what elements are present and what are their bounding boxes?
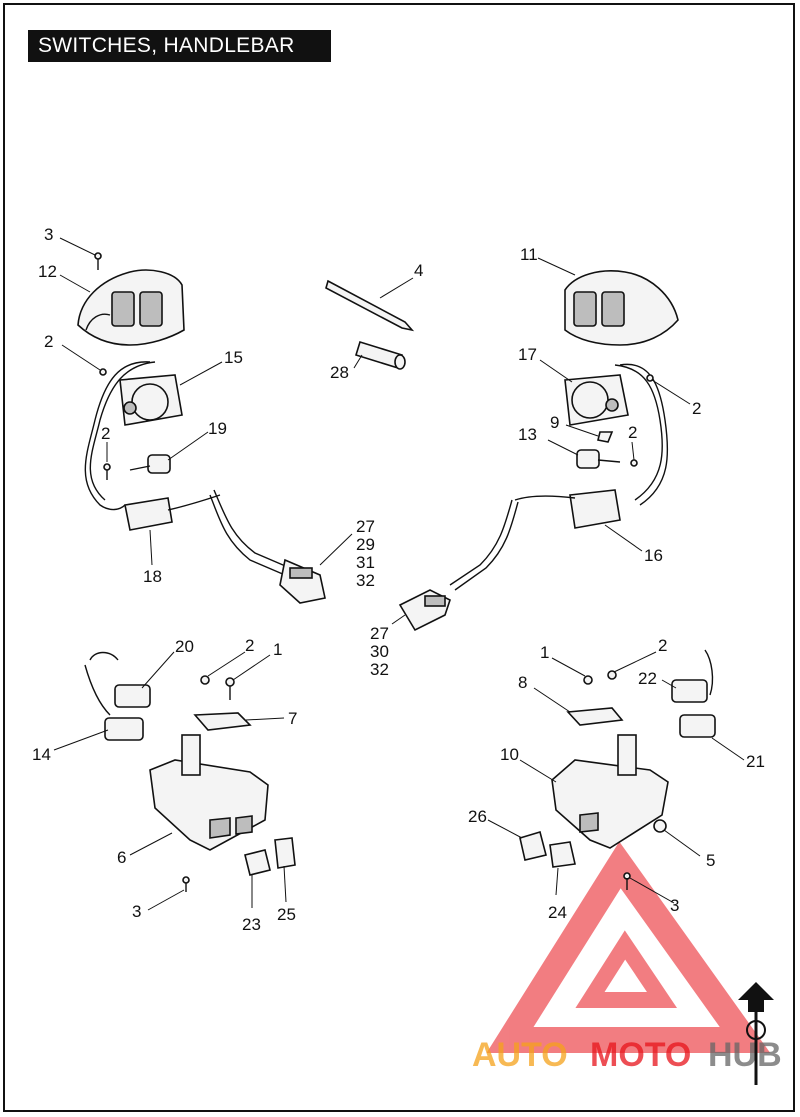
callout-2: 2 [658, 636, 667, 655]
right-switch-13 [576, 449, 621, 469]
callout-2: 2 [101, 424, 110, 443]
watermark-logo [486, 841, 771, 1053]
callout-5: 5 [706, 851, 715, 870]
callout-1: 1 [273, 640, 282, 659]
left-switch-20 [84, 651, 151, 716]
callout-27: 27 [370, 624, 389, 643]
watermark-arrow-icon [738, 982, 774, 1085]
left-harness [209, 489, 326, 604]
callout-30: 30 [370, 642, 389, 661]
right-switch-16 [514, 489, 621, 529]
callout-4: 4 [414, 261, 423, 280]
callout-28: 28 [330, 363, 349, 382]
callout-26: 26 [468, 807, 487, 826]
watermark-auto: AUTO [472, 1036, 568, 1074]
watermark-hub: HUB [708, 1036, 782, 1074]
callout-2: 2 [44, 332, 53, 351]
screw-2-left-upper [99, 368, 107, 376]
callout-19: 19 [208, 419, 227, 438]
watermark-wordmark: AUTO MOTO HUB [472, 1036, 782, 1074]
right-buttons [519, 830, 576, 868]
right-switch-22 [671, 649, 714, 703]
screw-2-left-lower [103, 463, 111, 480]
right-lower-housing [551, 734, 669, 849]
callout-3: 3 [132, 902, 141, 921]
callout-8: 8 [518, 673, 527, 692]
left-screws [200, 675, 235, 700]
right-switch-21 [679, 714, 716, 738]
screw-3-top-left [94, 252, 102, 270]
right-plug-5 [653, 819, 667, 833]
callout-9: 9 [550, 413, 559, 432]
callout-18: 18 [143, 567, 162, 586]
callout-25: 25 [277, 905, 296, 924]
callout-21: 21 [746, 752, 765, 771]
right-lower-screw-3 [623, 872, 631, 890]
callout-13: 13 [518, 425, 537, 444]
callout-23: 23 [242, 915, 261, 934]
left-lower-housing [149, 734, 269, 851]
callout-32: 32 [370, 660, 389, 679]
callout-6: 6 [117, 848, 126, 867]
left-switch-18 [124, 494, 221, 531]
callout-27: 27 [356, 517, 375, 536]
leader-lines [53, 237, 745, 911]
left-plate-7 [193, 712, 252, 731]
left-lower-screw-3 [182, 876, 190, 892]
callout-2: 2 [692, 399, 701, 418]
callout-11: 11 [520, 245, 538, 264]
left-switch-assembly [84, 361, 183, 511]
left-buttons [244, 837, 296, 876]
clip-9 [597, 431, 614, 443]
left-switch-19 [129, 454, 171, 474]
callout-32: 32 [356, 571, 375, 590]
callout-22: 22 [638, 669, 657, 688]
callout-29: 29 [356, 535, 375, 554]
callout-labels: 3 12 2 15 2 19 18 4 28 27 29 31 32 11 17… [32, 225, 765, 934]
callout-16: 16 [644, 546, 663, 565]
callout-31: 31 [356, 553, 375, 572]
right-switch-cover [564, 270, 679, 346]
right-screws [583, 670, 617, 685]
right-plate-8 [566, 707, 624, 726]
sleeve [355, 340, 406, 370]
callout-3: 3 [670, 896, 679, 915]
callout-10: 10 [500, 745, 519, 764]
callout-1: 1 [540, 643, 549, 662]
right-switch-assembly [564, 363, 669, 506]
callout-14: 14 [32, 745, 51, 764]
diagram-frame [3, 3, 795, 1112]
screw-2-right-lower [630, 459, 638, 467]
callout-17: 17 [518, 345, 537, 364]
page-title: SWITCHES, HANDLEBAR [28, 30, 331, 62]
callout-12: 12 [38, 262, 57, 281]
left-switch-cover [77, 269, 185, 346]
callout-7: 7 [288, 709, 297, 728]
screw-2-right-upper [646, 374, 654, 382]
right-harness [398, 499, 519, 632]
callout-24: 24 [548, 903, 567, 922]
callout-2: 2 [245, 636, 254, 655]
callout-15: 15 [224, 348, 243, 367]
watermark-moto: MOTO [590, 1036, 691, 1074]
cable-strap [325, 279, 415, 332]
left-switch-14 [104, 717, 144, 741]
callout-3: 3 [44, 225, 53, 244]
callout-2: 2 [628, 423, 637, 442]
callout-20: 20 [175, 637, 194, 656]
